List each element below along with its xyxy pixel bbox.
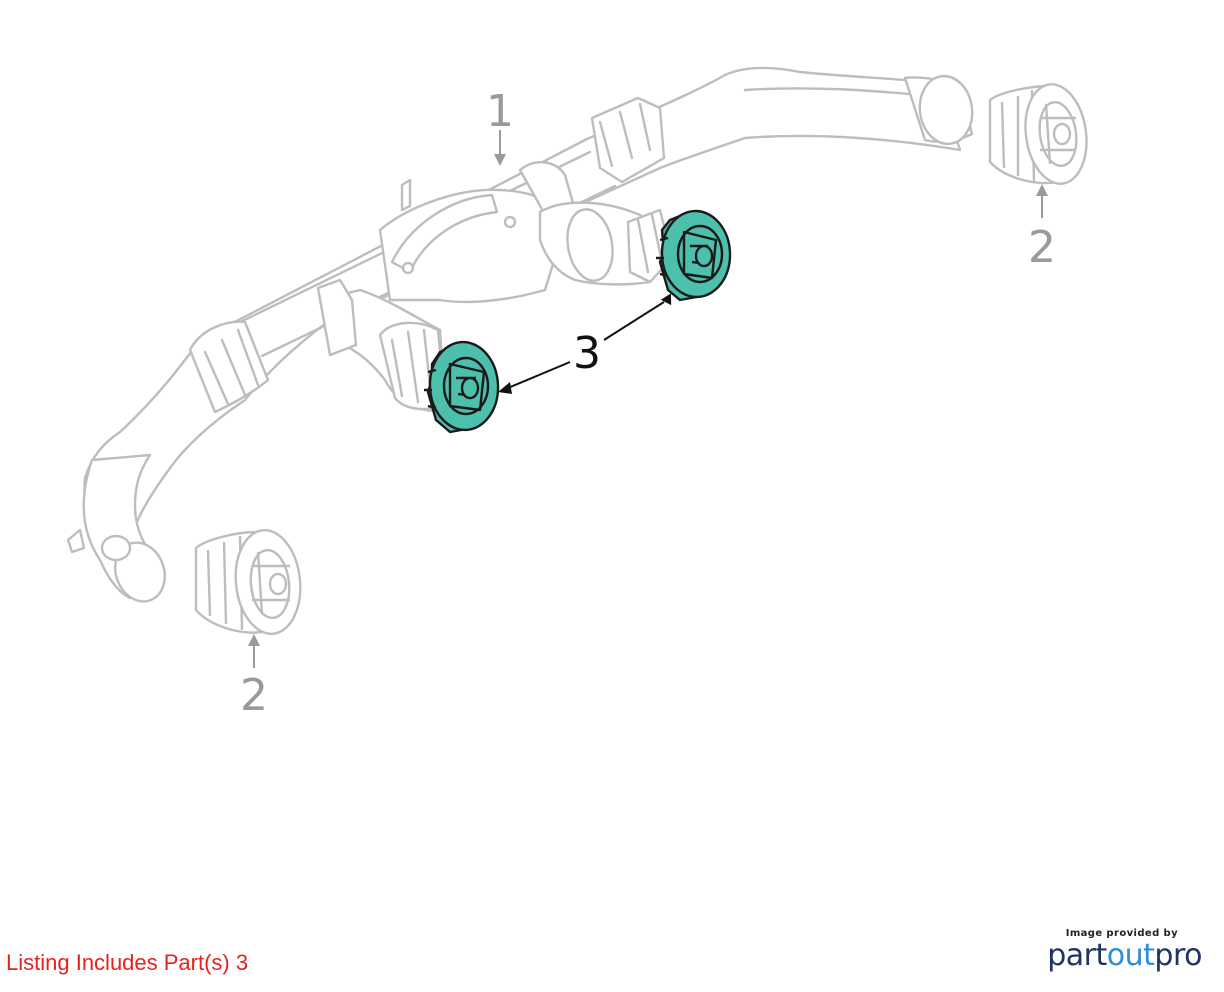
duct-assembly xyxy=(66,66,974,603)
vent-part3-right-tabs xyxy=(656,236,669,278)
callout-part2-right: 2 xyxy=(1028,222,1056,273)
vent-outlet-right xyxy=(988,83,1088,185)
brand-logo-part: part xyxy=(1047,938,1107,973)
duct-left-ring xyxy=(100,534,132,562)
brand-attribution: Image provided by partoutpro xyxy=(1047,928,1202,973)
vent-outlet-left-hub xyxy=(268,572,288,596)
leader-part3-left xyxy=(507,361,571,389)
vent-outlet-right-hub xyxy=(1052,122,1072,146)
duct-left-tab xyxy=(66,528,86,554)
leader-part2-left-arrowhead xyxy=(248,634,260,646)
vent-outlet-right-vanes xyxy=(1040,103,1076,165)
leader-part2-right-arrowhead xyxy=(1036,184,1048,196)
vent-part3-right-hub xyxy=(694,244,714,268)
duct-hole-b xyxy=(503,215,517,229)
leader-lines xyxy=(248,130,1048,668)
duct-branch-left-bracket xyxy=(316,278,358,357)
leader-part3-right-arrowhead xyxy=(660,293,672,306)
duct-left-collar xyxy=(188,320,270,414)
leader-part1-arrowhead xyxy=(494,154,506,166)
duct-hole-a xyxy=(401,261,415,275)
vent-outlet-left xyxy=(194,528,302,636)
vent-part3-left-tabs xyxy=(424,368,437,410)
duct-upper-collar-lines xyxy=(598,102,652,168)
vent-part3-left xyxy=(424,340,500,434)
leader-part3-right xyxy=(603,301,665,341)
vent-part3-right xyxy=(656,209,732,302)
duct-branch-right-lines xyxy=(636,213,664,274)
duct-vertical-tab xyxy=(400,178,412,212)
brand-caption: Image provided by xyxy=(1065,928,1178,939)
duct-main-body xyxy=(83,66,962,560)
duct-right-outlet xyxy=(918,74,974,146)
vent-outlet-left-vanes xyxy=(252,551,290,615)
leader-part3-left-arrowhead xyxy=(498,382,512,394)
brand-logo-out: out xyxy=(1106,938,1155,973)
vent-part3-left-hub xyxy=(460,376,480,400)
callout-part1: 1 xyxy=(486,86,514,137)
duct-left-collar-lines xyxy=(203,328,260,406)
duct-branch-right-ring xyxy=(566,208,614,282)
partoutpro-logo: partoutpro xyxy=(1047,939,1202,973)
listing-note: Listing Includes Part(s) 3 xyxy=(6,950,249,975)
callout-part2-left: 2 xyxy=(240,670,268,721)
callout-part3: 3 xyxy=(573,328,601,379)
duct-arc-slot xyxy=(390,193,499,274)
brand-logo-pro: pro xyxy=(1154,938,1202,973)
